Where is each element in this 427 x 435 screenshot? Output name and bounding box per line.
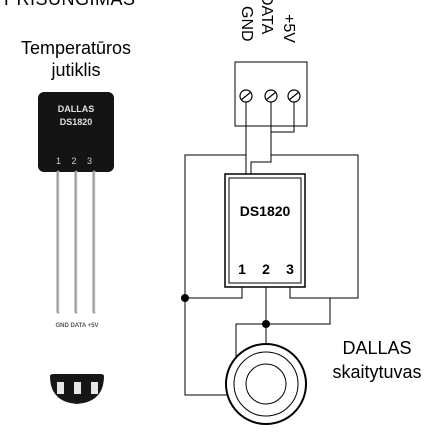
dallas-reader bbox=[225, 343, 307, 425]
ic-pin-1: 1 bbox=[238, 261, 246, 277]
sensor-bottom-pin-1 bbox=[57, 382, 64, 394]
ic-pin-2: 2 bbox=[262, 261, 270, 277]
sensor-bottom-view bbox=[50, 374, 104, 404]
reader-label: DALLAS skaitytuvas bbox=[322, 336, 427, 384]
sensor-chip-text-1: DALLAS bbox=[58, 104, 95, 114]
sensor-bottom-pin-3 bbox=[91, 382, 98, 394]
ic-pin-3: 3 bbox=[286, 261, 294, 277]
reader-label-line2: skaitytuvas bbox=[332, 362, 422, 382]
sensor-label-line1: Temperatūros bbox=[20, 38, 132, 58]
sensor-chip-text-2: DS1820 bbox=[60, 117, 93, 127]
terminal-screw-2 bbox=[264, 89, 278, 103]
sensor-pin-legend: GND DATA +5V bbox=[55, 323, 98, 329]
terminal-block bbox=[234, 61, 308, 127]
sensor-bottom-pin-2 bbox=[74, 382, 81, 394]
ic-name: DS1820 bbox=[240, 203, 291, 219]
sensor-label-line2: jutiklis bbox=[51, 60, 101, 80]
sensor-label: Temperatūros jutiklis bbox=[0, 37, 152, 81]
wire-gnd bbox=[184, 102, 247, 396]
reader-label-line1: DALLAS bbox=[342, 338, 412, 358]
terminal-screw-3 bbox=[287, 89, 301, 103]
ic-inner bbox=[228, 177, 302, 284]
sensor-chip-body bbox=[38, 92, 114, 172]
page-title: PRISUNGIMAS bbox=[4, 0, 136, 10]
ic-body bbox=[224, 173, 306, 288]
junction-gnd bbox=[181, 294, 189, 302]
wires bbox=[184, 102, 359, 396]
wire-ic-pin3 bbox=[289, 287, 358, 299]
wire-data-reader bbox=[235, 298, 331, 387]
sensor-chip-pins: 1 2 3 bbox=[56, 156, 96, 166]
wire-ic-pin1 bbox=[185, 287, 243, 299]
ic-ds1820: DS1820 1 2 3 bbox=[224, 173, 306, 288]
junction-data bbox=[262, 320, 270, 328]
terminal-screw-1 bbox=[239, 89, 253, 103]
reader-contact bbox=[245, 363, 287, 405]
sensor-leads bbox=[56, 170, 96, 314]
sensor-package: DALLAS DS1820 1 2 3 GND DATA +5V bbox=[38, 92, 114, 404]
